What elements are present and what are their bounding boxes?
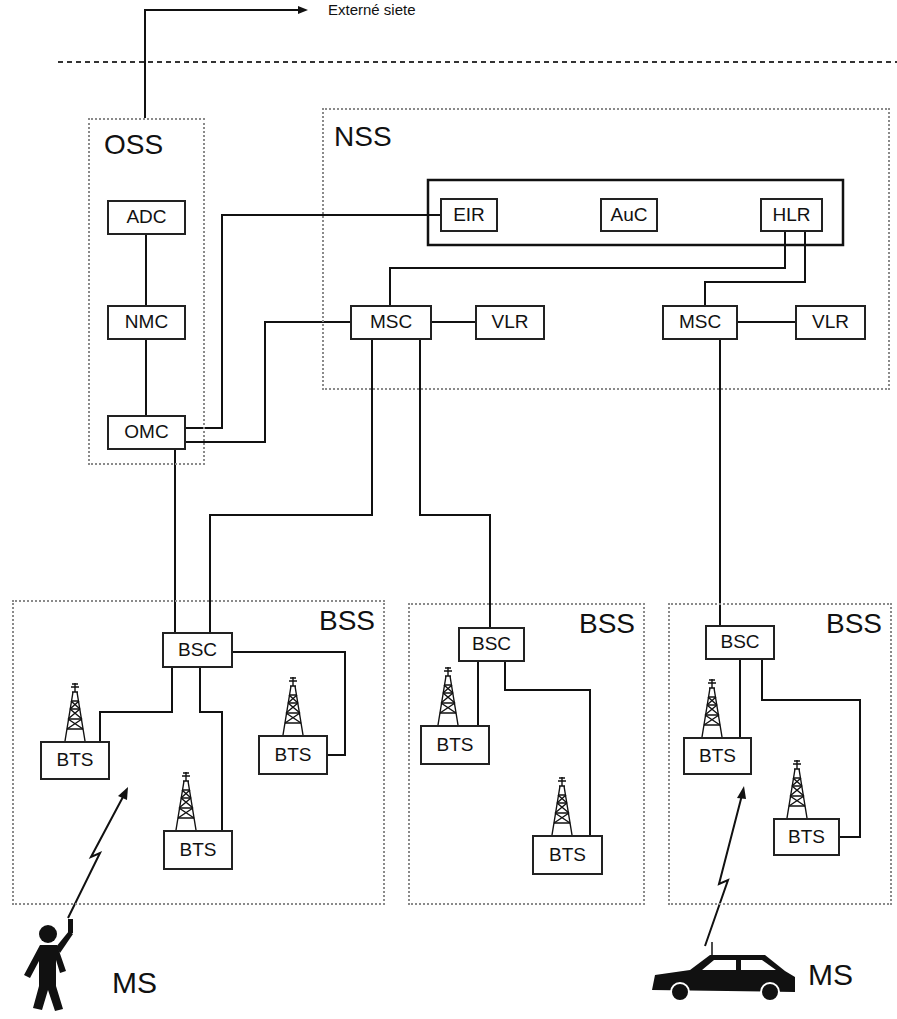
radio-link [705,795,742,946]
antenna-tower [65,683,85,741]
car-figure [652,942,795,1001]
arrow-head [118,787,128,800]
antenna-tower [552,777,572,835]
connection-line [477,662,479,725]
radio-link [68,795,124,918]
mobile-station-label: MS [112,966,157,1001]
element-name: BSC [720,632,759,653]
element-name: ADC [126,207,166,228]
network-element-box: AuC [600,198,658,232]
connection-line [739,660,741,737]
element-name: VLR [812,312,849,333]
subsystem-group: BSS BSC BTS BTS [408,603,645,905]
connection-line [432,321,475,323]
network-element-box: BTS [258,735,328,775]
element-name: BTS [437,735,474,756]
group-title: OSS [104,130,163,161]
network-element-box: ADC [107,200,186,235]
connection-line [100,668,172,741]
network-element-box: BTS [420,725,490,765]
mobile-station-label: MS [808,958,853,993]
subsystem-group: BSS BSC BTS BTS BTS [12,600,385,905]
network-element-box: NMC [107,305,186,340]
network-element-box: EIR [440,198,498,232]
connection-line [420,340,490,627]
subsystem-group: OSS ADC NMC OMC [88,118,205,465]
antenna-tower [283,677,303,735]
element-name: BTS [699,746,736,767]
network-element-box: BTS [532,835,603,875]
network-element-box: BTS [163,830,233,870]
element-name: MSC [370,312,412,333]
element-name: BTS [275,745,312,766]
network-element-box: MSC [662,305,738,340]
element-name: NMC [125,312,168,333]
antenna-tower [702,679,722,737]
network-element-box: BSC [162,632,233,668]
element-name: AuC [611,205,648,226]
network-element-box: BSC [458,627,525,662]
database-frame [428,180,843,245]
external-link [145,10,300,118]
boundary-line [58,61,897,63]
element-name: BTS [180,840,217,861]
element-name: OMC [124,422,168,443]
network-element-box: BSC [705,625,775,660]
network-element-box: BTS [683,737,752,775]
subsystem-group: BSS BSC BTS BTS [668,603,892,905]
group-title: BSS [826,609,882,640]
connection-line [719,340,721,625]
element-name: BTS [549,845,586,866]
connection-line [200,668,222,830]
element-name: BSC [178,640,217,661]
antenna-tower [438,667,458,725]
network-element-box: HLR [760,198,823,232]
connection-line [210,340,372,632]
connection-line [762,660,860,837]
network-element-box: VLR [795,305,866,340]
connection-line [145,340,147,415]
element-name: BSC [472,634,511,655]
network-element-box: BTS [40,741,110,780]
antenna-tower [787,760,807,818]
network-element-box: OMC [107,415,186,450]
connection-line [390,232,785,305]
element-name: EIR [453,205,485,226]
connection-line [505,662,590,835]
network-element-box: BTS [773,818,840,856]
element-name: BTS [57,750,94,771]
arrow-head [737,786,746,799]
group-title: NSS [334,122,392,153]
subsystem-group: NSS EIR AuC HLR MSC VLR MSC VLR [322,108,890,390]
external-label: Externé siete [328,1,416,18]
connection-line [738,321,795,323]
arrow-head [298,6,308,14]
connection-line [705,232,805,305]
person-figure [24,919,73,1011]
group-title: BSS [579,609,635,640]
connection-line [186,322,350,442]
element-name: BTS [788,827,825,848]
element-name: MSC [679,312,721,333]
antenna-tower [176,772,196,830]
group-title: BSS [319,606,375,637]
network-element-box: VLR [475,305,545,340]
element-name: VLR [492,312,529,333]
connection-line [174,450,176,632]
element-name: HLR [772,205,810,226]
connection-line [145,235,147,305]
network-element-box: MSC [350,305,432,340]
